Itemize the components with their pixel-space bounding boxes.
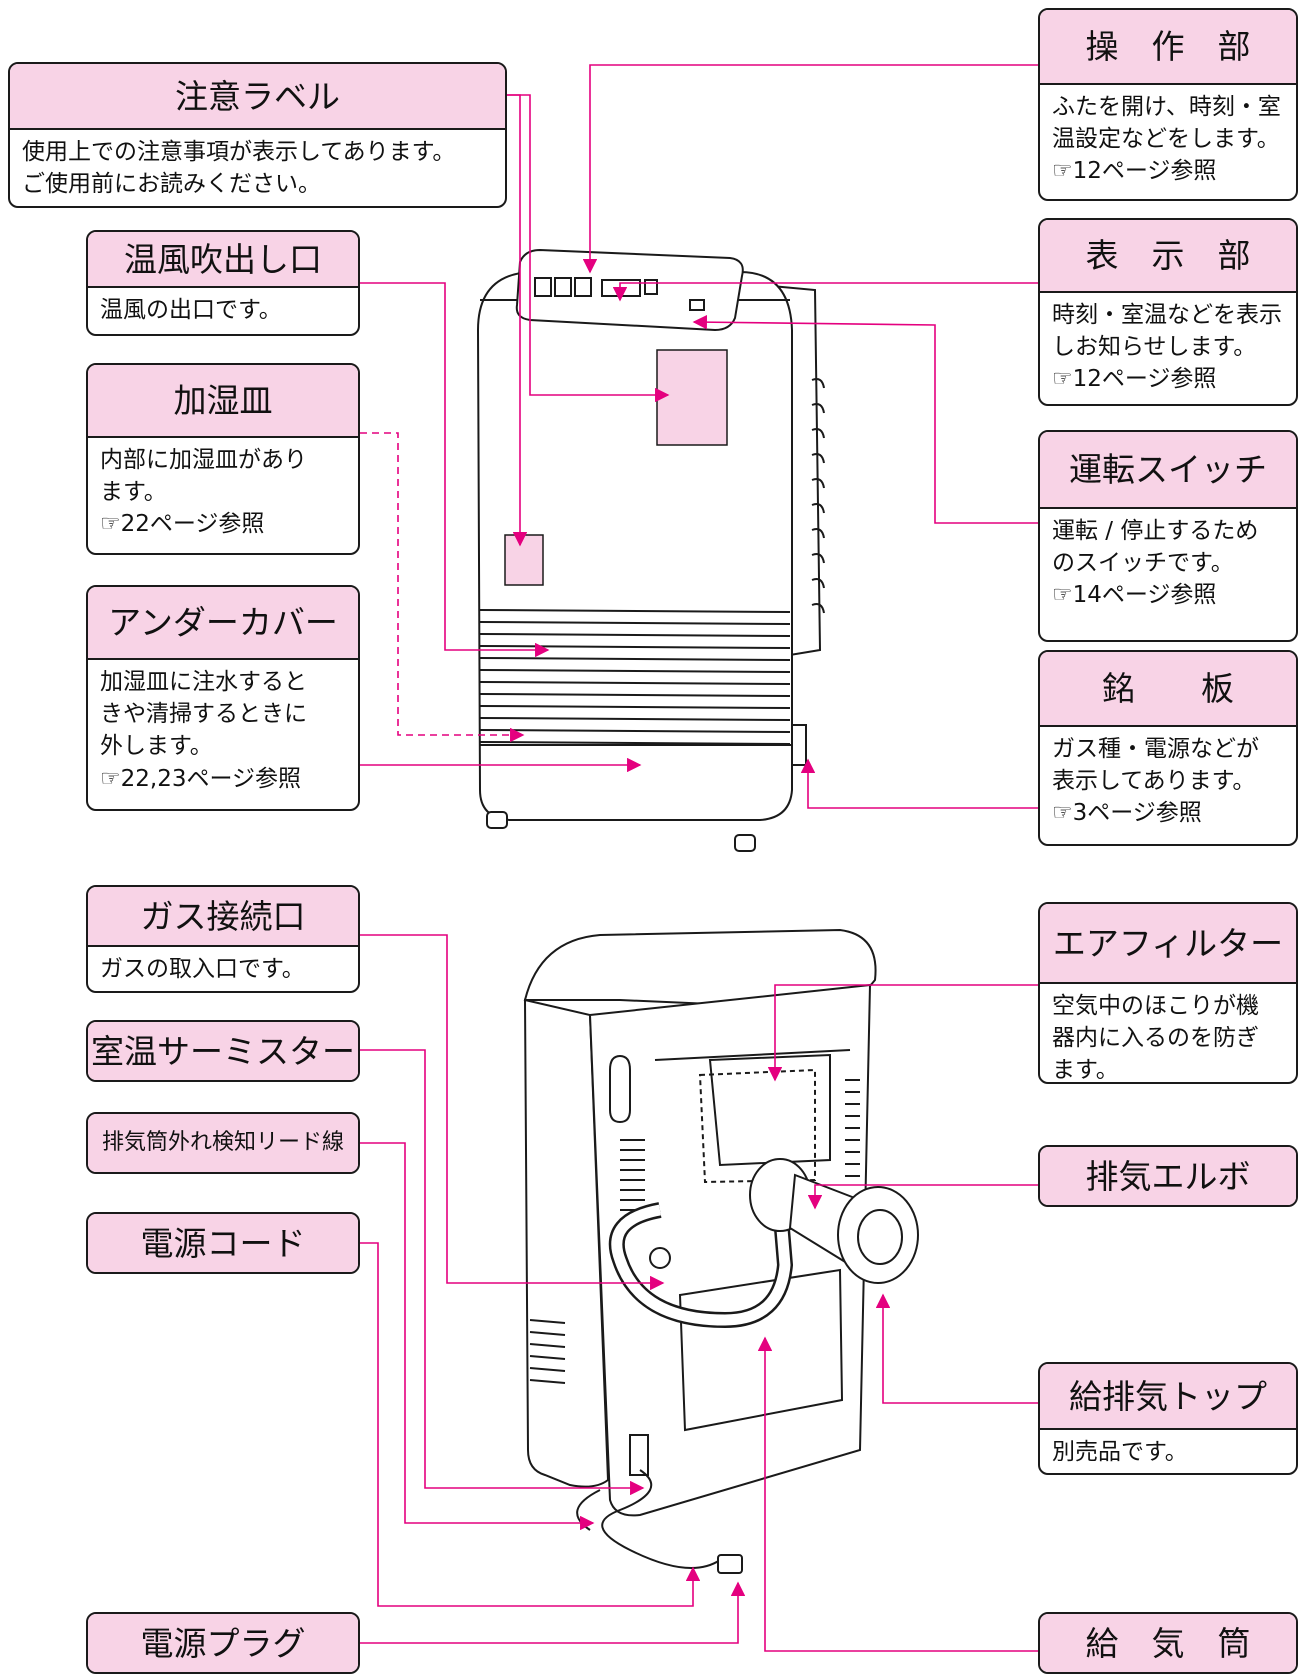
callout-unten: 運転スイッチ 運転 / 停止するため のスイッチです。 ☞14ページ参照 — [1038, 430, 1298, 642]
gas-inlet-fitting — [649, 1247, 671, 1269]
callout-power-plug: 電源プラグ — [86, 1612, 360, 1674]
callout-title: 運転スイッチ — [1040, 432, 1296, 509]
callout-title: 注意ラベル — [10, 64, 505, 130]
callout-sousabu: 操 作 部 ふたを開け、時刻・室 温設定などをします。 ☞12ページ参照 — [1038, 8, 1298, 201]
callout-desc: 時刻・室温などを表示 しお知らせします。 ☞12ページ参照 — [1052, 302, 1282, 393]
callout-title: 銘 板 — [1040, 652, 1296, 727]
plug-socket — [629, 1434, 649, 1476]
operation-switch-shape — [689, 299, 705, 311]
callout-lead-wire: 排気筒外れ検知リード線 — [86, 1112, 360, 1174]
callout-desc: 使用上での注意事項が表示してあります。 ご使用前にお読みください。 — [22, 139, 456, 198]
callout-title: 加湿皿 — [88, 365, 358, 438]
foot-left — [486, 811, 508, 829]
callout-title: 温風吹出し口 — [88, 232, 358, 288]
louver-side-back — [529, 1319, 566, 1384]
callout-title: 電源プラグ — [88, 1614, 358, 1672]
callout-onpuu: 温風吹出し口 温風の出口です。 — [86, 230, 360, 336]
control-button-1 — [534, 277, 552, 297]
callout-air-filter: エアフィルター 空気中のほこりが機 器内に入るのを防ぎ ます。 — [1038, 902, 1298, 1084]
display-button — [644, 279, 658, 295]
callout-thermistor: 室温サーミスター — [86, 1020, 360, 1082]
louver-left-back — [620, 1139, 645, 1211]
callout-title: 電源コード — [88, 1214, 358, 1272]
callout-kashitsu: 加湿皿 内部に加湿皿があり ます。 ☞22ページ参照 — [86, 363, 360, 555]
callout-title: 排気筒外れ検知リード線 — [88, 1114, 358, 1172]
power-cord-shape — [601, 1469, 721, 1569]
callout-power-cord: 電源コード — [86, 1212, 360, 1274]
callout-desc: 運転 / 停止するため のスイッチです。 ☞14ページ参照 — [1052, 518, 1259, 609]
callout-title: 給 気 筒 — [1040, 1614, 1296, 1672]
callout-desc: 内部に加湿皿があり ます。 ☞22ページ参照 — [100, 447, 307, 538]
slot-left — [609, 1054, 631, 1124]
side-louvers — [811, 378, 825, 614]
callout-flue-top: 給排気トップ 別売品です。 — [1038, 1362, 1298, 1475]
intake-hose — [611, 1204, 791, 1326]
callout-title: 操 作 部 — [1040, 10, 1296, 85]
callout-title: 排気エルボ — [1040, 1147, 1296, 1205]
power-plug-shape — [717, 1554, 743, 1574]
callout-desc: 別売品です。 — [1052, 1439, 1188, 1465]
callout-desc: 温風の出口です。 — [100, 297, 282, 323]
callout-title: 表 示 部 — [1040, 220, 1296, 293]
callout-desc: ふたを開け、時刻・室 温設定などをします。 ☞12ページ参照 — [1052, 94, 1281, 185]
louver-right-back — [845, 1079, 860, 1177]
foot-right — [734, 834, 756, 852]
callout-desc: ガスの取入口です。 — [100, 956, 305, 982]
callout-title: ガス接続口 — [88, 887, 358, 947]
callout-title: エアフィルター — [1040, 904, 1296, 984]
callout-intake-pipe: 給 気 筒 — [1038, 1612, 1298, 1674]
callout-title: アンダーカバー — [88, 587, 358, 660]
callout-elbow: 排気エルボ — [1038, 1145, 1298, 1207]
control-button-2 — [554, 277, 572, 297]
nameplate-shape — [791, 724, 807, 766]
callout-desc: ガス種・電源などが 表示してあります。 ☞3ページ参照 — [1052, 736, 1259, 827]
callout-title: 室温サーミスター — [88, 1022, 358, 1080]
callout-meiban: 銘 板 ガス種・電源などが 表示してあります。 ☞3ページ参照 — [1038, 650, 1298, 846]
callout-gas: ガス接続口 ガスの取入口です。 — [86, 885, 360, 993]
callout-title: 給排気トップ — [1040, 1364, 1296, 1430]
top-cover-back — [523, 928, 877, 1012]
caution-label-small — [504, 534, 544, 586]
leader-lines — [360, 64, 1040, 1652]
callout-desc: 加湿皿に注水すると きや清掃するときに 外します。 ☞22,23ページ参照 — [100, 669, 307, 792]
callout-chuui-label: 注意ラベル 使用上での注意事項が表示してあります。 ご使用前にお読みください。 — [8, 62, 507, 208]
callout-hyoujibu: 表 示 部 時刻・室温などを表示 しお知らせします。 ☞12ページ参照 — [1038, 218, 1298, 406]
heater-back — [523, 928, 919, 1574]
side-body-back — [523, 998, 610, 1488]
callout-desc: 空気中のほこりが機 器内に入るのを防ぎ ます。 — [1052, 993, 1259, 1084]
lead-wire-shape — [576, 1489, 601, 1531]
grille-front — [479, 609, 791, 745]
air-filter-shape — [708, 1053, 831, 1167]
callout-under-cover: アンダーカバー 加湿皿に注水すると きや清掃するときに 外します。 ☞22,23… — [86, 585, 360, 811]
caution-label-large — [656, 349, 728, 446]
control-button-3 — [574, 277, 592, 297]
